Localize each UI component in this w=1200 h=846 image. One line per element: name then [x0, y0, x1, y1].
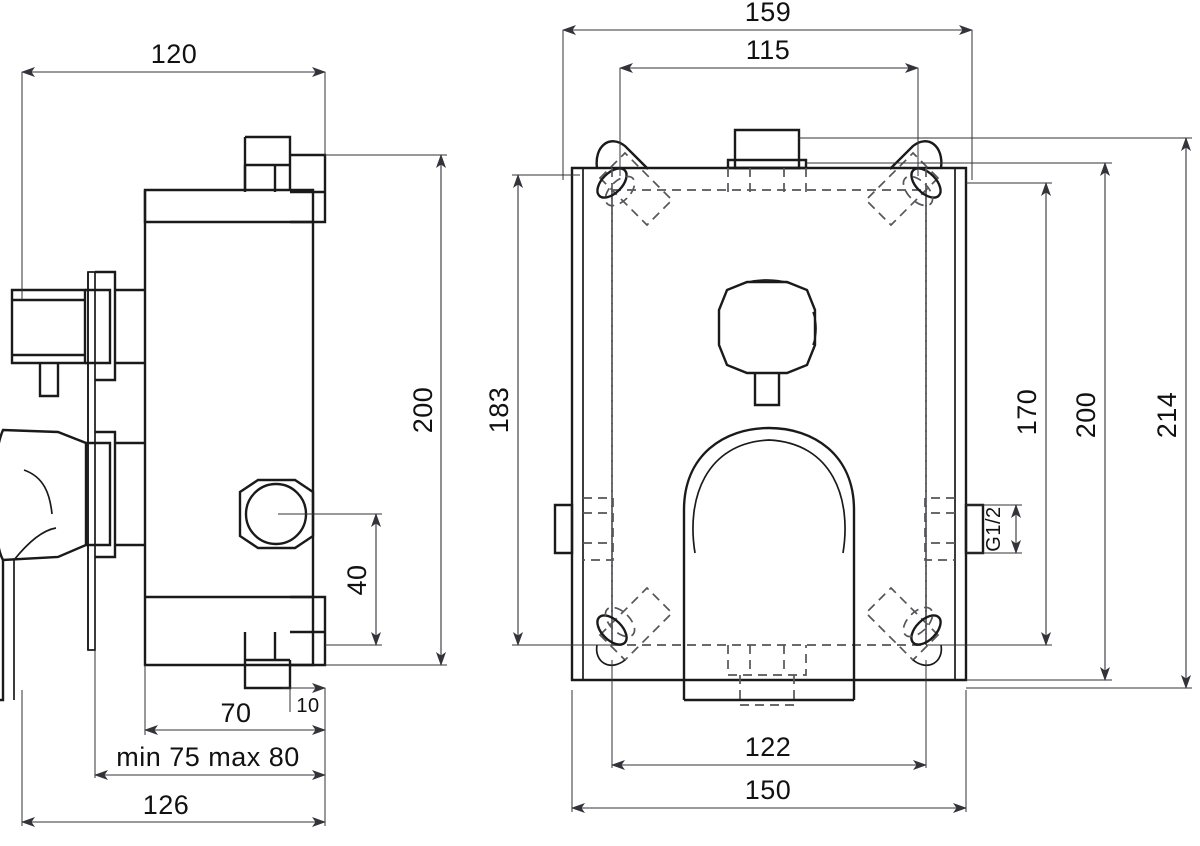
diverter-knob-top-highlight [744, 279, 790, 284]
dim-label-159: 159 [745, 0, 792, 27]
ear-bl-slot-outer [596, 614, 628, 646]
top-outlet-flange [290, 153, 327, 224]
ear-br-hidden-body [864, 586, 940, 662]
diverter-knob-octagon [717, 280, 817, 375]
side-view-geometry [0, 135, 327, 702]
port-left-boss [553, 503, 574, 555]
lever-rosette [95, 430, 117, 559]
fixing-ear-bottom-right [864, 586, 943, 666]
lever-handle-front [682, 426, 856, 702]
bottom-outlet-lower-block [243, 660, 292, 690]
dim-label-126: 126 [143, 790, 190, 820]
escutcheon-plate [87, 271, 96, 651]
ear-tl-outer-arc [595, 140, 649, 170]
dim-label-40: 40 [342, 564, 372, 595]
fixing-ear-top-right [864, 140, 943, 645]
ear-tl-slot-outer [596, 167, 628, 199]
fixing-ear-bottom-left [595, 586, 674, 666]
valve-body-outline [143, 188, 315, 667]
top-outlet-block-front [733, 128, 801, 170]
lever-handle-arch-inner [692, 439, 846, 554]
front-view-geometry [553, 128, 985, 706]
lever-handle-tail [0, 560, 5, 702]
ear-tl-hidden-body [598, 151, 674, 227]
mounting-plate-outline [570, 166, 968, 682]
ear-tr-hidden-body [864, 151, 940, 227]
dim-label-170: 170 [1012, 389, 1042, 436]
dim-label-70: 70 [220, 698, 251, 728]
front-view-dimensions: 159 115 183 170 200 214 G1/2 [484, 0, 1192, 813]
dim-label-150: 150 [745, 775, 792, 805]
dim-label-115: 115 [746, 35, 791, 65]
diverter-collar [85, 288, 112, 365]
dim-label-g12: G1/2 [983, 506, 1005, 551]
side-view-dimensions: 120 200 40 10 70 min 75 max 80 126 [21, 39, 447, 827]
ear-br-outer-arc [912, 644, 943, 666]
diverter-knob-side-highlight [812, 311, 817, 346]
lever-handle-crease-upper [23, 469, 53, 515]
fixing-ear-top-left [595, 140, 674, 645]
ear-bl-hidden-body [598, 586, 674, 662]
diverter-knob-front [717, 279, 817, 407]
top-outlet-upper-block [245, 135, 292, 190]
ear-tl-slot-hidden [604, 175, 636, 207]
port-right-boss [964, 503, 985, 555]
ear-tr-outer-arc [889, 140, 943, 170]
port-left-hidden-outer [583, 497, 614, 561]
ear-br-slot-outer [910, 614, 942, 646]
ear-bl-outer-arc [595, 644, 626, 666]
lever-handle-outline [0, 428, 88, 562]
dim-label-200-front: 200 [1071, 392, 1101, 439]
dim-label-120: 120 [151, 39, 198, 69]
ear-br-slot-hidden [902, 606, 934, 638]
top-outlet-base-front [726, 158, 808, 170]
dim-label-183: 183 [484, 387, 514, 434]
dim-label-min75-max80: min 75 max 80 [116, 742, 300, 772]
diverter-knob-stem [38, 363, 60, 398]
lever-handle-crease-lower [13, 527, 57, 561]
ear-bl-slot-hidden [604, 606, 636, 638]
dim-label-10: 10 [296, 695, 319, 717]
dim-label-122: 122 [745, 732, 792, 762]
hidden-bottom-outlet [727, 645, 807, 676]
diverter-knob-stem-front [753, 373, 781, 407]
port-right-hidden-outer [924, 497, 955, 561]
dim-label-200-side: 200 [408, 387, 438, 434]
hidden-bottom-outlet-lower [739, 675, 795, 706]
lever-handle-arch-outer [682, 426, 856, 700]
side-port-right [924, 497, 985, 561]
diverter-rosette [95, 270, 117, 382]
lever-collar [86, 441, 112, 547]
dim-label-214: 214 [1152, 392, 1182, 439]
hex-nut-outline [238, 478, 315, 550]
valve-body-top-shoulder [143, 190, 313, 224]
ear-tr-slot-hidden [902, 175, 934, 207]
ear-tr-slot-outer [910, 167, 942, 199]
side-port-left [553, 497, 614, 561]
